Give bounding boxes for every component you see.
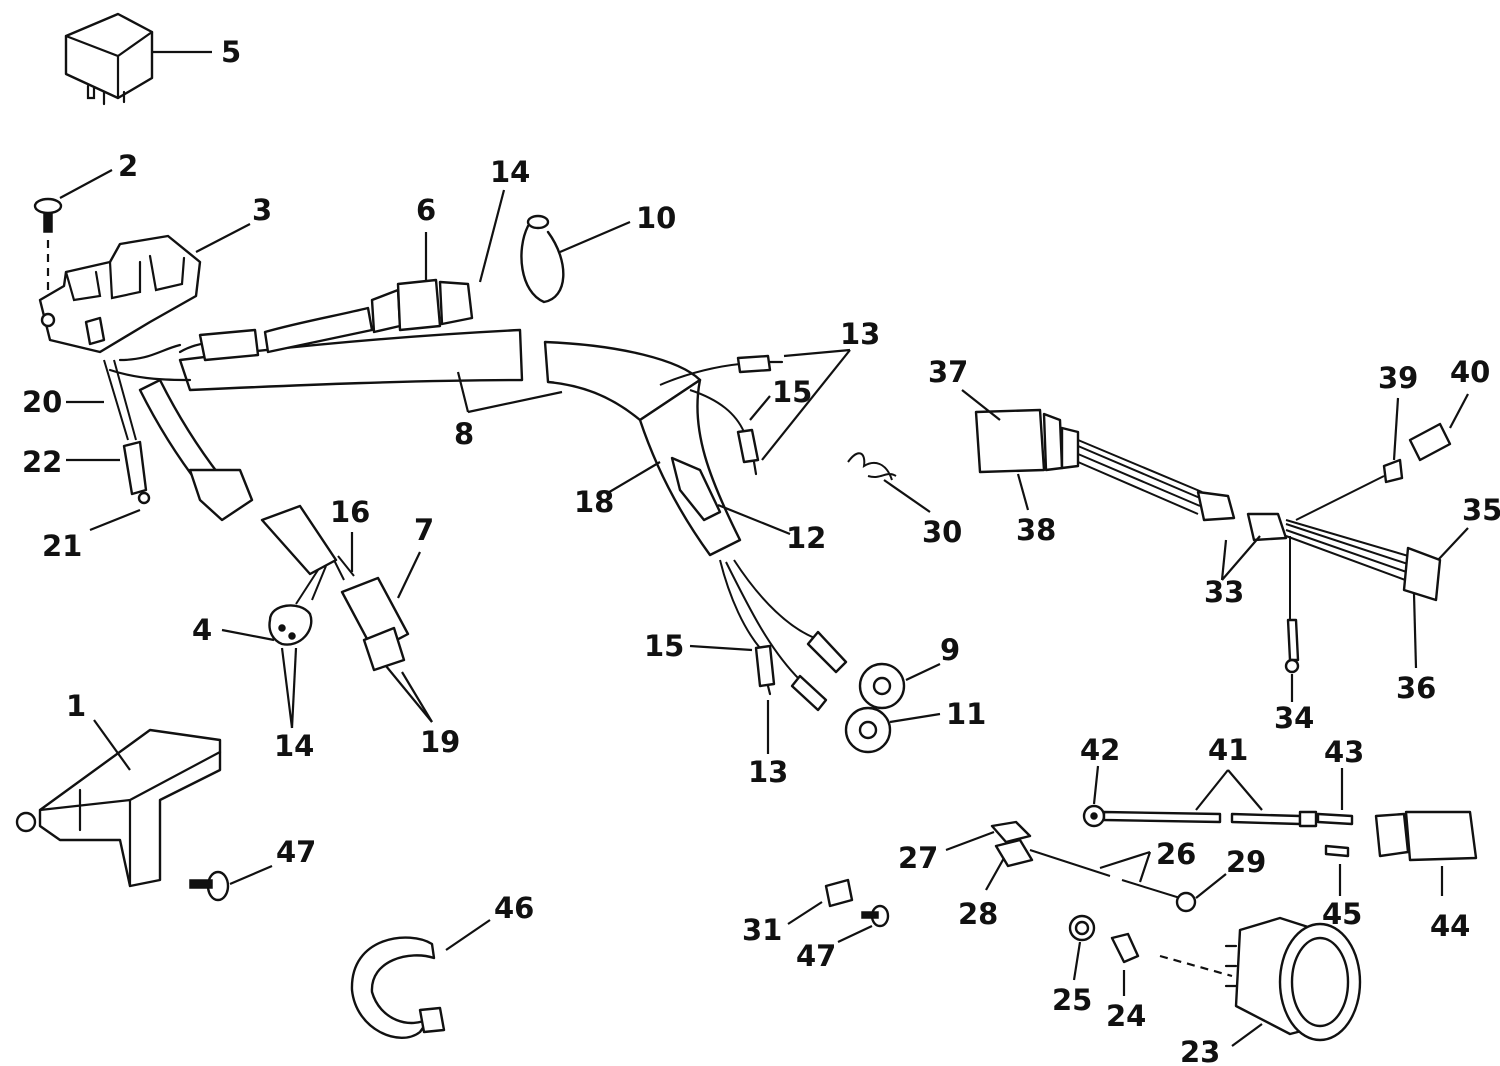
callout-7: 7 — [414, 513, 434, 547]
part-23-gauge — [1159, 916, 1362, 1047]
part-37-connector — [961, 389, 1236, 522]
callout-31: 31 — [742, 913, 782, 947]
part-47-screw-b — [837, 904, 890, 943]
callout-24: 24 — [1106, 999, 1146, 1033]
callout-14-b: 14 — [274, 729, 314, 763]
part-16-branch — [138, 378, 433, 729]
callout-28: 28 — [958, 897, 998, 931]
callout-40: 40 — [1450, 355, 1490, 389]
callout-18: 18 — [574, 485, 614, 519]
callout-29: 29 — [1226, 845, 1266, 879]
callout-1: 1 — [66, 689, 86, 723]
callout-19: 19 — [420, 725, 460, 759]
part-15-upper-terminals — [659, 348, 851, 476]
callout-44: 44 — [1430, 909, 1470, 943]
callout-2: 2 — [118, 149, 138, 183]
callout-15-b: 15 — [644, 629, 684, 663]
part-1-bracket — [15, 719, 222, 888]
part-30-clip — [847, 452, 931, 513]
part-26-lead — [945, 820, 1227, 913]
callout-34: 34 — [1274, 701, 1314, 735]
callout-25: 25 — [1052, 983, 1092, 1017]
callout-47: 47 — [276, 835, 316, 869]
part-44-connector — [1374, 810, 1478, 896]
part-2-screw — [33, 169, 113, 300]
callout-12: 12 — [786, 521, 826, 555]
callout-15: 15 — [772, 375, 812, 409]
callout-33: 33 — [1204, 575, 1244, 609]
callout-20: 20 — [22, 385, 62, 419]
part-10-clamp — [520, 214, 631, 304]
callout-22: 22 — [22, 445, 62, 479]
part-31-clip — [787, 878, 854, 925]
callout-36: 36 — [1396, 671, 1436, 705]
part-24-bulb — [1110, 932, 1140, 996]
callout-26: 26 — [1156, 837, 1196, 871]
callout-30: 30 — [922, 515, 962, 549]
part-41-lead-assembly — [1082, 765, 1354, 828]
callout-4: 4 — [192, 613, 212, 647]
callout-23: 23 — [1180, 1035, 1220, 1066]
callout-47-b: 47 — [796, 939, 836, 973]
callout-14: 14 — [490, 155, 530, 189]
part-22-lead — [66, 359, 151, 532]
part-45-pin — [1324, 844, 1350, 896]
part-3-switch-assembly — [38, 223, 251, 354]
callout-5: 5 — [221, 35, 241, 69]
callout-46: 46 — [494, 891, 534, 925]
part-5-relay — [64, 12, 212, 106]
callout-43: 43 — [1324, 735, 1364, 769]
callout-9: 9 — [940, 633, 960, 667]
part-12-fuse-holder — [605, 456, 791, 536]
callout-38: 38 — [1016, 513, 1056, 547]
part-6-connector — [370, 189, 506, 334]
callout-42: 42 — [1080, 733, 1120, 767]
callout-13: 13 — [840, 317, 880, 351]
part-9-11-ring-terminals — [689, 559, 941, 754]
callout-labels: 5 2 3 14 6 10 13 15 37 39 40 20 22 21 8 … — [22, 35, 1500, 1066]
callout-37: 37 — [928, 355, 968, 389]
callout-10: 10 — [636, 201, 676, 235]
callout-11: 11 — [946, 697, 986, 731]
callout-41: 41 — [1208, 733, 1248, 767]
callout-6: 6 — [416, 193, 436, 227]
part-47-screw-a — [189, 864, 273, 902]
callout-3: 3 — [252, 193, 272, 227]
part-25-socket — [1068, 914, 1096, 981]
callout-16: 16 — [330, 495, 370, 529]
callout-8: 8 — [454, 417, 474, 451]
callout-39: 39 — [1378, 361, 1418, 395]
callout-27: 27 — [898, 841, 938, 875]
callout-21: 21 — [42, 529, 82, 563]
part-33-harness — [1220, 393, 1469, 702]
callout-13-b: 13 — [748, 755, 788, 789]
callout-45: 45 — [1322, 897, 1362, 931]
part-46-strap — [350, 919, 491, 1039]
callout-35: 35 — [1462, 493, 1500, 527]
